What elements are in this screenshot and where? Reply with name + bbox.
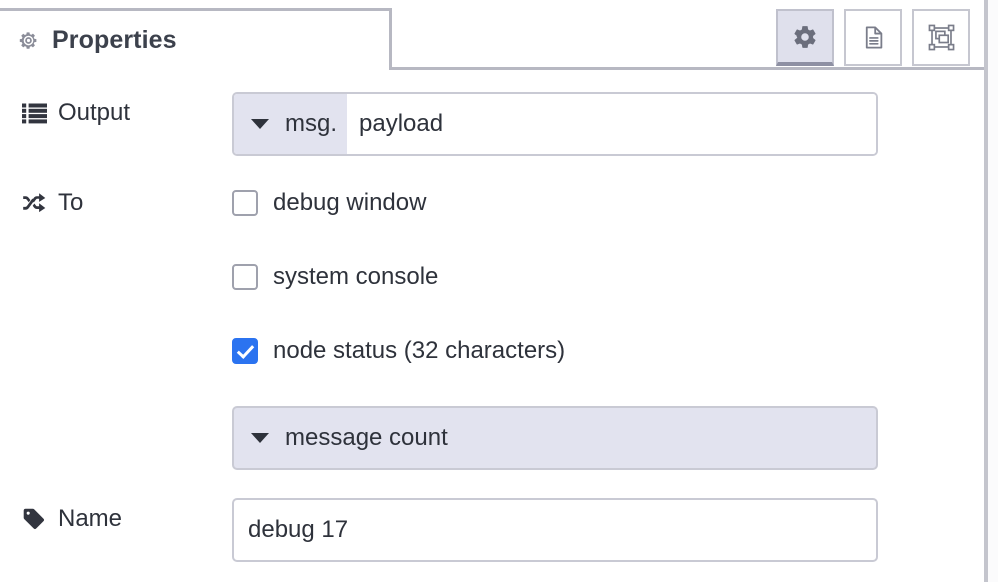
to-label: To	[0, 182, 232, 224]
appearance-icon	[928, 24, 954, 51]
gear-icon	[794, 25, 816, 48]
tab-strip-divider	[391, 67, 984, 70]
to-label-text: To	[58, 189, 84, 216]
output-label-text: Output	[58, 99, 131, 126]
list-icon-glyph	[22, 103, 47, 123]
debug-window-label: debug window	[273, 189, 427, 216]
system-console-label: system console	[273, 263, 439, 290]
tag-icon	[22, 507, 47, 531]
chevron-down-icon	[251, 433, 269, 443]
tag-icon-glyph	[23, 508, 44, 529]
output-label: Output	[0, 92, 232, 134]
checkbox-debug-window[interactable]: debug window	[232, 182, 565, 224]
document-icon	[865, 26, 882, 49]
name-row: Name	[0, 498, 984, 562]
debug-window-checkbox[interactable]	[232, 190, 258, 216]
tab-properties-label: Properties	[52, 26, 177, 54]
gear-icon	[19, 32, 37, 49]
name-label-text: Name	[58, 505, 123, 532]
status-type-label: message count	[285, 424, 448, 451]
name-input[interactable]	[232, 498, 878, 562]
node-status-label: node status (32 characters)	[273, 337, 566, 364]
list-icon	[22, 103, 47, 124]
to-row: To debug window system console node stat…	[0, 182, 984, 372]
node-status-checkbox[interactable]	[232, 338, 258, 364]
chevron-down-icon	[251, 119, 269, 129]
status-type-row: message count	[0, 406, 984, 470]
shuffle-icon-glyph	[23, 193, 46, 213]
shuffle-icon	[22, 192, 47, 214]
properties-button[interactable]	[776, 9, 834, 66]
name-label: Name	[0, 498, 232, 540]
output-type-label: msg.	[285, 110, 338, 137]
system-console-checkbox[interactable]	[232, 264, 258, 290]
output-type-select[interactable]: msg.	[234, 94, 347, 154]
editor-tab-strip: Properties	[0, 0, 984, 70]
tab-properties[interactable]: Properties	[0, 8, 392, 70]
output-property-input[interactable]	[347, 94, 876, 154]
appearance-button[interactable]	[912, 9, 970, 66]
output-property-field: msg.	[232, 92, 878, 156]
to-options-group: debug window system console node status …	[232, 182, 565, 372]
editor-toolbar	[776, 9, 970, 66]
status-type-select[interactable]: message count	[232, 406, 878, 470]
flow-canvas[interactable]	[988, 0, 998, 582]
checkbox-node-status[interactable]: node status (32 characters)	[232, 330, 565, 372]
status-type-spacer	[0, 406, 232, 448]
output-row: Output msg.	[0, 92, 984, 156]
description-button[interactable]	[844, 9, 902, 66]
panel-resize-divider[interactable]	[984, 0, 988, 582]
checkbox-system-console[interactable]: system console	[232, 256, 565, 298]
